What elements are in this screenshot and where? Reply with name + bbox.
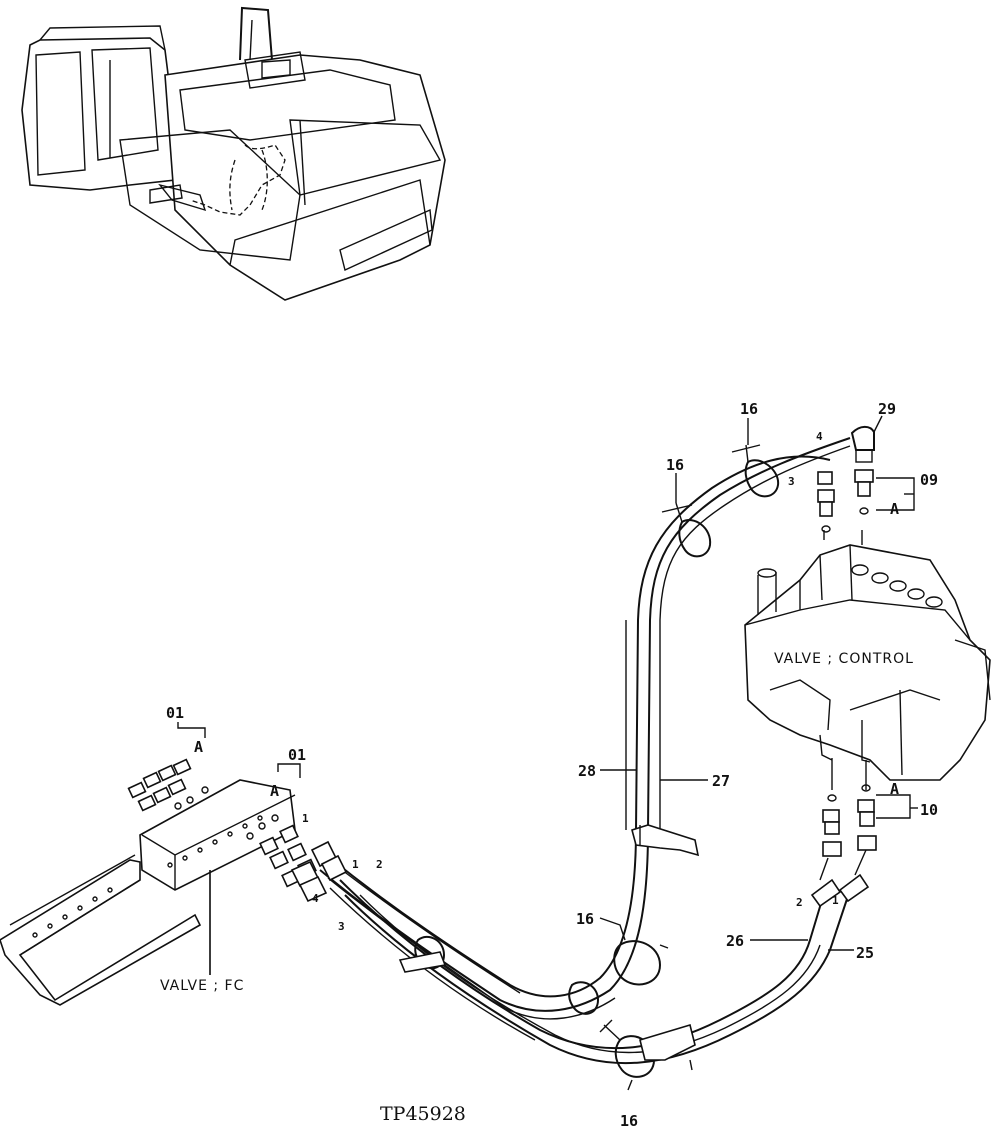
fc-valve xyxy=(0,779,296,1006)
label-29: 29 xyxy=(878,400,896,418)
clamp-16-bottom xyxy=(599,1019,696,1078)
label-16-mid: 16 xyxy=(576,910,594,928)
label-16-top-left: 16 xyxy=(666,456,684,474)
label-hose-4: 4 xyxy=(312,892,319,905)
label-a-mid: A xyxy=(270,782,279,800)
label-3-top: 3 xyxy=(788,475,795,488)
clamp-mid-bracket xyxy=(631,824,700,857)
label-09: 09 xyxy=(920,471,938,489)
fitting-09-right xyxy=(854,469,874,515)
label-10: 10 xyxy=(920,801,938,819)
clamp-16-top-right xyxy=(731,444,780,498)
label-hose-3: 3 xyxy=(338,920,345,933)
fc-valve-ports xyxy=(167,815,263,868)
label-01-mid: 01 xyxy=(288,746,306,764)
label-a-bottom: A xyxy=(890,780,899,798)
clamp-left-bracket xyxy=(398,935,447,973)
hose-bundle-25-26 xyxy=(329,849,870,1065)
hose-end-fittings-fc xyxy=(290,840,348,903)
clamp-16-mid xyxy=(613,940,669,986)
label-hose-2: 2 xyxy=(376,858,383,871)
label-valve-control: VALVE ; CONTROL xyxy=(774,651,914,667)
label-a-left: A xyxy=(194,738,203,756)
label-27: 27 xyxy=(712,772,730,790)
leader-lines xyxy=(177,415,918,1091)
excavator-overview-illustration xyxy=(21,6,446,301)
fitting-01-left-group xyxy=(127,758,209,812)
label-4-top: 4 xyxy=(816,430,823,443)
label-16-top-right: 16 xyxy=(740,400,758,418)
label-right-2: 2 xyxy=(796,896,803,909)
label-valve-fc: VALVE ; FC xyxy=(160,978,244,994)
label-a-top: A xyxy=(890,500,899,518)
label-25: 25 xyxy=(856,944,874,962)
clamp-16-top-left xyxy=(661,502,712,558)
label-28: 28 xyxy=(578,762,596,780)
label-01-left: 01 xyxy=(166,704,184,722)
label-16-bottom: 16 xyxy=(620,1112,638,1129)
control-valve-port-row xyxy=(851,564,943,608)
label-1-mid: 1 xyxy=(302,812,309,825)
label-right-1: 1 xyxy=(832,894,839,907)
frame-rail-holes xyxy=(32,887,113,938)
fitting-29 xyxy=(850,425,875,463)
label-hose-1: 1 xyxy=(352,858,359,871)
label-26: 26 xyxy=(726,932,744,950)
part-labels: 16 29 16 4 3 09 A VALVE ; CONTROL 01 A 0… xyxy=(160,400,938,1129)
hose-bundle-27-28 xyxy=(319,437,851,1020)
fitting-10-left xyxy=(822,794,842,857)
fitting-09-left xyxy=(817,471,835,533)
drawing-id: TP45928 xyxy=(380,1103,466,1125)
clamp-lower-mid xyxy=(568,981,600,1015)
control-valve xyxy=(744,530,991,790)
fitting-10-right xyxy=(857,784,877,851)
